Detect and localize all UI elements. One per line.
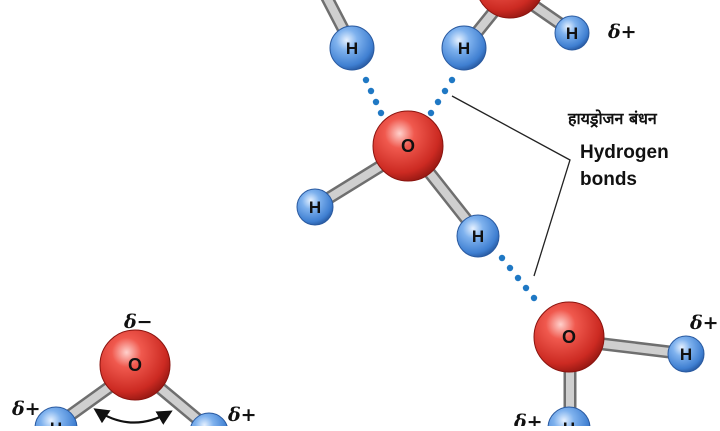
callout-label-line2: bonds	[580, 169, 637, 190]
hydrogen-bond-right	[427, 76, 456, 117]
molecule-center: O H H	[296, 110, 500, 258]
molecule-top-right-partial: H H δ+	[441, 0, 637, 71]
hydrogen-bond-dots	[362, 76, 538, 302]
hydrogen-atom-partial: H	[547, 406, 591, 431]
callout-label-line1: Hydrogen	[580, 142, 669, 163]
oxygen-atom-label: O	[562, 327, 576, 347]
hydrogen-atom-label: H	[458, 39, 470, 58]
hydrogen-atom: H	[667, 335, 705, 373]
oxygen-atom-label: O	[128, 355, 142, 375]
hydrogen-atom-label: H	[566, 24, 578, 43]
hydrogen-atom-label: H	[309, 198, 321, 217]
hydrogen-atom: H	[329, 25, 375, 71]
molecule-lower-right: O H H δ+ δ+	[513, 301, 719, 431]
hydrogen-bond-lower	[498, 254, 538, 302]
delta-minus-charge: δ−	[123, 311, 153, 333]
callout-lines	[451, 95, 571, 277]
oxygen-atom-label: O	[401, 136, 415, 156]
callout-hindi-label: हायड्रोजन बंधन	[567, 109, 658, 128]
hydrogen-atom-label: H	[50, 419, 62, 426]
hydrogen-atom: H	[554, 15, 590, 51]
hydrogen-atom-label: H	[472, 227, 484, 246]
hydrogen-bond-left	[362, 76, 385, 117]
hydrogen-atom: H	[296, 188, 334, 226]
oxygen-atom-partial	[479, 0, 541, 19]
hydrogen-atom: H	[456, 214, 500, 258]
hydrogen-atom-label: H	[563, 419, 575, 426]
delta-plus-charge: δ+	[11, 398, 41, 420]
delta-plus-charge: δ+	[227, 404, 257, 426]
hydrogen-atom: H	[441, 25, 487, 71]
molecule-top-left-partial: H	[329, 25, 375, 71]
molecule-bottom-left: O H δ− δ+ δ+	[11, 311, 257, 431]
oxygen-atom: O	[372, 110, 444, 182]
oxygen-atom: O	[99, 329, 171, 401]
delta-plus-charge: δ+	[513, 411, 543, 426]
bond-angle-arrow	[93, 408, 173, 425]
hydrogen-bonds-callout: हायड्रोजन बंधन Hydrogen bonds	[567, 109, 669, 190]
delta-plus-charge: δ+	[689, 312, 719, 334]
delta-plus-charge: δ+	[607, 21, 637, 43]
hydrogen-atom-label: H	[680, 345, 692, 364]
hydrogen-atom-label: H	[346, 39, 358, 58]
oxygen-atom: O	[533, 301, 605, 373]
